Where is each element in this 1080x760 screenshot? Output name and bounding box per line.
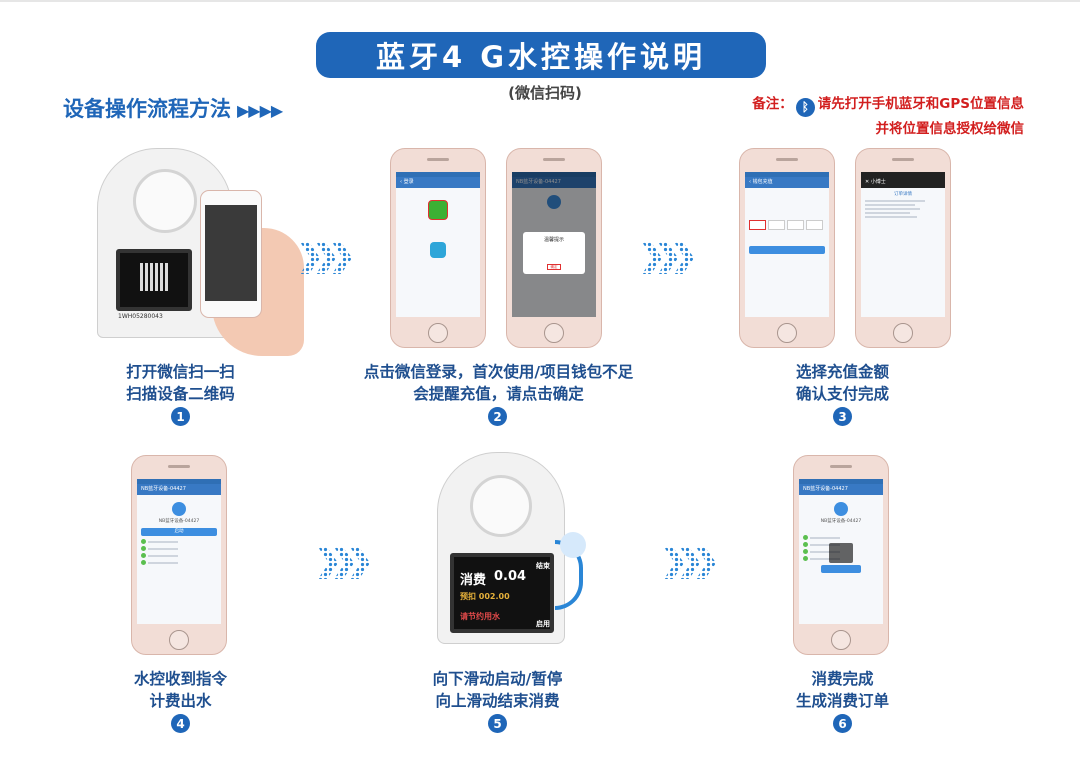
amount-option[interactable] xyxy=(806,220,823,230)
phone-screen: ✕ 小博士 订单详情 xyxy=(861,172,945,317)
lcd-line3: 请节约用水 xyxy=(460,612,500,621)
step-5-number: 5 xyxy=(488,714,507,733)
modal-title: 温馨提示 xyxy=(543,237,564,243)
lcd-line2: 预扣 002.00 xyxy=(460,592,510,601)
step-6-number: 6 xyxy=(833,714,852,733)
swipe-pointer-icon xyxy=(560,532,586,558)
step6-complete-phone: NB蓝牙设备-04427 NB蓝牙设备-04427 xyxy=(793,455,889,655)
meter-dial xyxy=(133,169,197,233)
amount-option[interactable] xyxy=(768,220,785,230)
device-icon xyxy=(172,502,186,516)
lcd-value: 0.04 xyxy=(494,569,527,584)
flow-arrow-5-6 xyxy=(664,545,720,581)
page-subtitle: (微信扫码) xyxy=(508,84,582,102)
step-2-caption: 点击微信登录，首次使用/项目钱包不足会提醒充值，请点击确定 xyxy=(363,363,634,403)
meter-serial: 1WH05280043 xyxy=(118,313,163,320)
phone-screen: ‹ 登录 xyxy=(396,172,480,317)
page-title: 蓝牙4 G水控操作说明 xyxy=(316,32,766,78)
phone-camera-screen xyxy=(205,205,257,301)
step-3-number: 3 xyxy=(833,407,852,426)
step-5-caption: 向下滑动启动/暂停向上滑动结束消费 xyxy=(432,670,563,710)
step-4-number: 4 xyxy=(171,714,190,733)
lcd-label: 消费 xyxy=(460,573,487,588)
step-3-caption: 选择充值金额确认支付完成 xyxy=(795,363,889,403)
flow-arrow-4-5 xyxy=(318,545,374,581)
step3-recharge-phone: ‹ 钱包充值 xyxy=(739,148,835,348)
step5-water-meter: 消费 0.04 预扣 002.00 请节约用水 结束 启用 xyxy=(437,452,565,644)
modal-ok-label: 确定 xyxy=(550,265,558,269)
lcd-top-right: 结束 xyxy=(536,562,550,570)
heading-arrows-icon: ▶▶▶▶ xyxy=(237,101,283,120)
step-1-number: 1 xyxy=(171,407,190,426)
start-button[interactable]: 启动 xyxy=(141,528,217,536)
device-name: NB蓝牙设备-04427 xyxy=(158,519,200,524)
section-heading: 设备操作流程方法 ▶▶▶▶ xyxy=(63,93,283,123)
loading-toast xyxy=(829,543,853,563)
step3-order-phone: ✕ 小博士 订单详情 xyxy=(855,148,951,348)
note-line-2: 并将位置信息授权给微信 xyxy=(875,121,1025,137)
section-heading-text: 设备操作流程方法 xyxy=(63,97,231,121)
step1-scanning-phone xyxy=(200,190,262,318)
device-icon xyxy=(834,502,848,516)
step2-prompt-phone: NB蓝牙设备-04427 温馨提示 确定 xyxy=(506,148,602,348)
phone-screen: NB蓝牙设备-04427 温馨提示 确定 xyxy=(512,172,596,317)
order-button[interactable] xyxy=(821,565,861,573)
top-divider xyxy=(0,0,1080,2)
amount-option[interactable] xyxy=(787,220,804,230)
phone-screen: NB蓝牙设备-04427 NB蓝牙设备-04427 xyxy=(799,479,883,624)
step-2-number: 2 xyxy=(488,407,507,426)
note-line-1: 请先打开手机蓝牙和GPS位置信息 xyxy=(817,96,1024,112)
qr-code-icon xyxy=(140,263,168,291)
modal-ok-button[interactable]: 确定 xyxy=(547,264,561,270)
meter-lcd-screen: 消费 0.04 预扣 002.00 请节约用水 结束 启用 xyxy=(450,553,554,633)
step-6-caption: 消费完成生成消费订单 xyxy=(795,670,889,710)
lcd-bottom-right: 启用 xyxy=(536,620,550,628)
bluetooth-icon: ᛒ xyxy=(795,98,815,117)
device-icon xyxy=(547,195,561,209)
flow-arrow-2-3 xyxy=(642,240,698,276)
step-4-caption: 水控收到指令计费出水 xyxy=(133,670,227,710)
step4-dispensing-phone: NB蓝牙设备-04427 NB蓝牙设备-04427 启动 xyxy=(131,455,227,655)
note-label: 备注： xyxy=(752,96,793,112)
order-detail-title: 订单详情 xyxy=(894,192,912,197)
amount-option-selected[interactable] xyxy=(749,220,766,230)
step-1-caption: 打开微信扫一扫扫描设备二维码 xyxy=(126,363,235,403)
meter-lcd-screen xyxy=(116,249,192,311)
device-name: NB蓝牙设备-04427 xyxy=(820,519,862,524)
wechat-login-icon xyxy=(428,200,448,220)
flow-arrow-1-2 xyxy=(300,240,356,276)
pay-button[interactable] xyxy=(749,246,825,254)
device-login-icon xyxy=(430,242,446,258)
step2-login-phone: ‹ 登录 xyxy=(390,148,486,348)
recharge-modal: 温馨提示 确定 xyxy=(523,232,585,274)
phone-screen: ‹ 钱包充值 xyxy=(745,172,829,317)
phone-screen: NB蓝牙设备-04427 NB蓝牙设备-04427 启动 xyxy=(137,479,221,624)
meter-dial xyxy=(470,475,532,537)
